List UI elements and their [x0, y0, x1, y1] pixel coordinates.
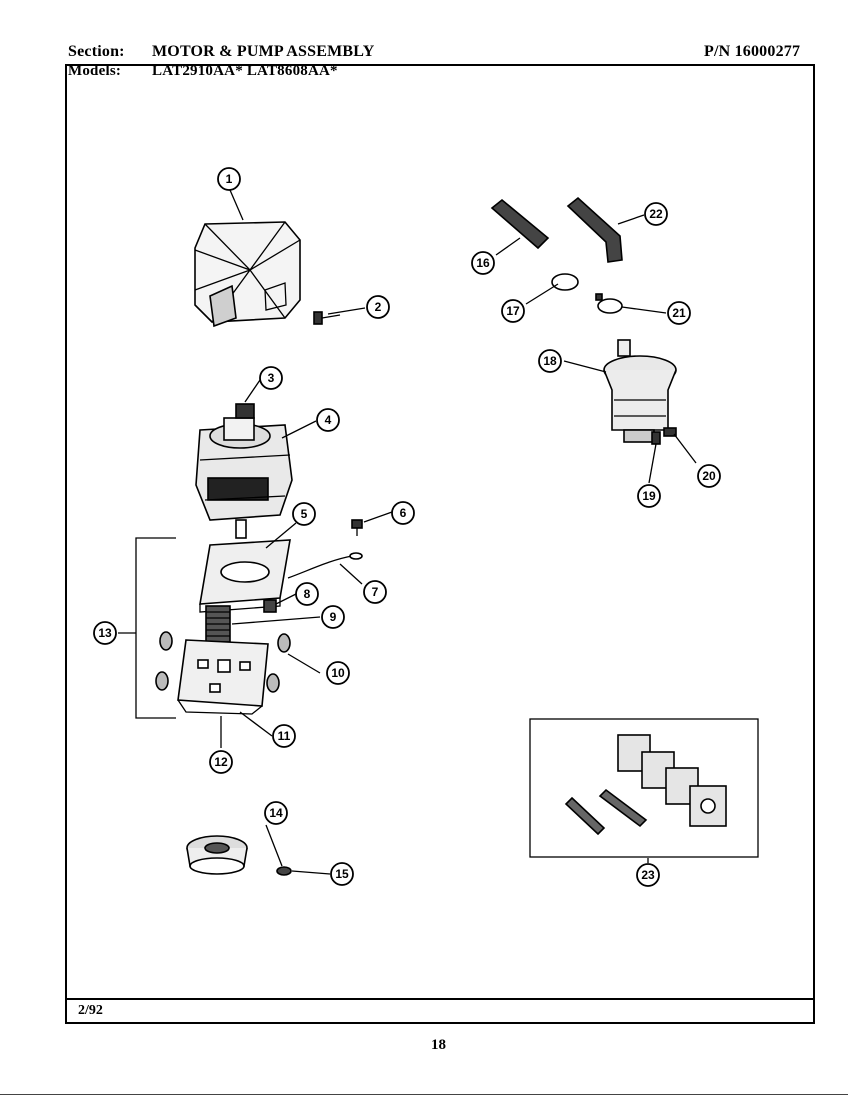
part-number: P/N 16000277	[704, 43, 801, 60]
pulley-part	[186, 835, 292, 876]
svg-text:10: 10	[331, 666, 345, 680]
kit-box	[529, 718, 759, 858]
diagram-frame	[65, 64, 815, 1024]
callout-3: 3	[259, 366, 283, 390]
svg-text:17: 17	[506, 304, 520, 318]
callout-13: 13	[93, 621, 117, 645]
rubber-bumper-part	[155, 631, 291, 693]
callout-11: 11	[272, 724, 296, 748]
assembly-bracket	[135, 537, 176, 719]
spring-part	[205, 599, 277, 643]
svg-text:1: 1	[226, 172, 233, 186]
footer-divider	[65, 998, 815, 1000]
svg-text:4: 4	[325, 413, 332, 427]
ground-wire-part	[287, 552, 363, 579]
svg-text:18: 18	[543, 354, 557, 368]
pump-hose-part	[490, 196, 623, 263]
models-list: LAT2910AA* LAT8608AA*	[152, 63, 338, 79]
callout-20: 20	[697, 464, 721, 488]
callout-17: 17	[501, 299, 525, 323]
callout-19: 19	[637, 484, 661, 508]
svg-text:9: 9	[330, 610, 337, 624]
callout-5: 5	[292, 502, 316, 526]
callout-16: 16	[471, 251, 495, 275]
svg-text:11: 11	[278, 729, 291, 743]
svg-text:5: 5	[301, 507, 308, 521]
callout-1: 1	[217, 167, 241, 191]
svg-text:15: 15	[335, 867, 349, 881]
models-label: Models:	[68, 63, 122, 79]
callout-14: 14	[264, 801, 288, 825]
pump-part	[603, 339, 677, 445]
kit-parts	[564, 734, 727, 836]
motor-cover-part	[194, 221, 301, 328]
svg-text:7: 7	[372, 585, 379, 599]
svg-text:8: 8	[304, 587, 311, 601]
revision-date: 2/92	[78, 1003, 103, 1018]
svg-text:6: 6	[400, 506, 407, 520]
leader-lines	[118, 189, 697, 875]
callout-8: 8	[295, 582, 319, 606]
section-title: MOTOR & PUMP ASSEMBLY	[152, 43, 375, 60]
svg-text:3: 3	[268, 371, 275, 385]
callout-4: 4	[316, 408, 340, 432]
mounting-plate-part	[199, 539, 291, 613]
svg-text:19: 19	[642, 489, 656, 503]
callout-10: 10	[326, 661, 350, 685]
svg-text:2: 2	[375, 300, 382, 314]
callout-22: 22	[644, 202, 668, 226]
svg-text:14: 14	[269, 806, 283, 820]
svg-text:16: 16	[476, 256, 490, 270]
callout-21: 21	[667, 301, 691, 325]
page-number: 18	[431, 1037, 446, 1053]
callout-18: 18	[538, 349, 562, 373]
svg-text:21: 21	[672, 306, 686, 320]
section-label: Section:	[68, 43, 125, 60]
svg-text:12: 12	[214, 755, 228, 769]
callout-15: 15	[330, 862, 354, 886]
screw-part	[313, 311, 341, 325]
ground-screw-part	[351, 519, 363, 536]
hose-clamp-part	[551, 273, 623, 314]
callout-2: 2	[366, 295, 390, 319]
motor-part	[195, 403, 293, 539]
callout-7: 7	[363, 580, 387, 604]
callout-9: 9	[321, 605, 345, 629]
callout-6: 6	[391, 501, 415, 525]
callout-23: 23	[636, 863, 660, 887]
callout-12: 12	[209, 750, 233, 774]
svg-text:13: 13	[98, 626, 112, 640]
motor-base-part	[177, 639, 269, 715]
page-bottom-rule	[0, 1094, 848, 1095]
svg-text:20: 20	[702, 469, 716, 483]
svg-text:23: 23	[641, 868, 655, 882]
svg-text:22: 22	[649, 207, 663, 221]
